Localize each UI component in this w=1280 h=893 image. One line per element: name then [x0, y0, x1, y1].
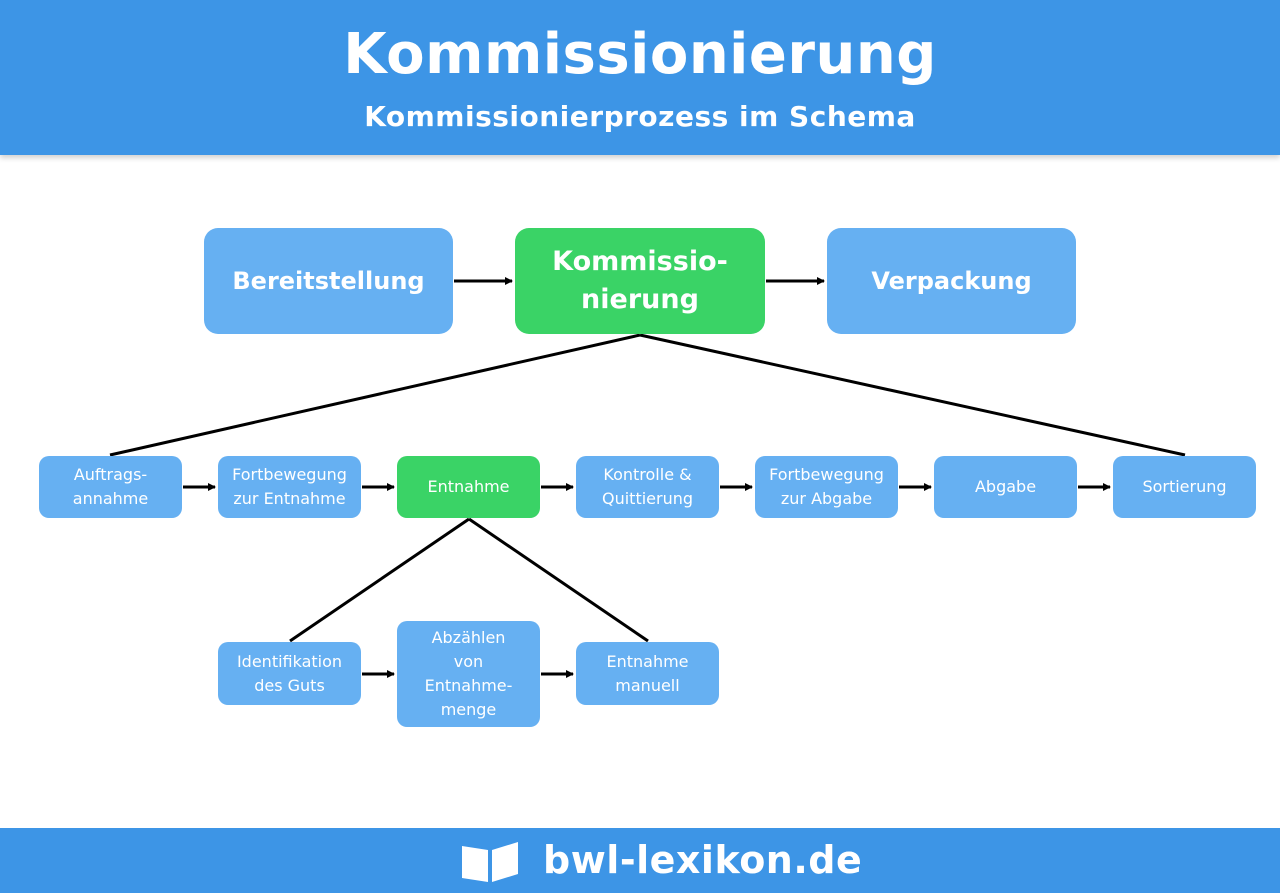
- header-banner: Kommissionierung Kommissionierprozess im…: [0, 0, 1280, 155]
- node-bereitstellung: Bereitstellung: [204, 228, 453, 334]
- node-abzaehlen: Abzählen von Entnahme- menge: [397, 621, 540, 727]
- node-entnahme: Entnahme: [397, 456, 540, 518]
- footer-brand[interactable]: bwl-lexikon.de: [543, 838, 863, 882]
- node-verpackung: Verpackung: [827, 228, 1076, 334]
- node-fortbewegung-entnahme: Fortbewegung zur Entnahme: [218, 456, 361, 518]
- tree-line-entnahme-left: [289, 517, 470, 643]
- node-fortbewegung-abgabe: Fortbewegung zur Abgabe: [755, 456, 898, 518]
- node-auftragsannahme: Auftrags- annahme: [39, 456, 182, 518]
- page-subtitle: Kommissionierprozess im Schema: [364, 100, 916, 133]
- node-kommissionierung: Kommissio- nierung: [515, 228, 765, 334]
- tree-line-entnahme-right: [468, 517, 649, 643]
- node-abgabe: Abgabe: [934, 456, 1077, 518]
- node-identifikation: Identifikation des Guts: [218, 642, 361, 705]
- node-kontrolle-quittierung: Kontrolle & Quittierung: [576, 456, 719, 518]
- tree-line-left: [109, 333, 641, 457]
- page-title: Kommissionierung: [343, 22, 937, 87]
- tree-line-right: [639, 333, 1186, 457]
- node-sortierung: Sortierung: [1113, 456, 1256, 518]
- book-icon: [460, 840, 522, 888]
- node-entnahme-manuell: Entnahme manuell: [576, 642, 719, 705]
- footer-banner: bwl-lexikon.de: [0, 828, 1280, 893]
